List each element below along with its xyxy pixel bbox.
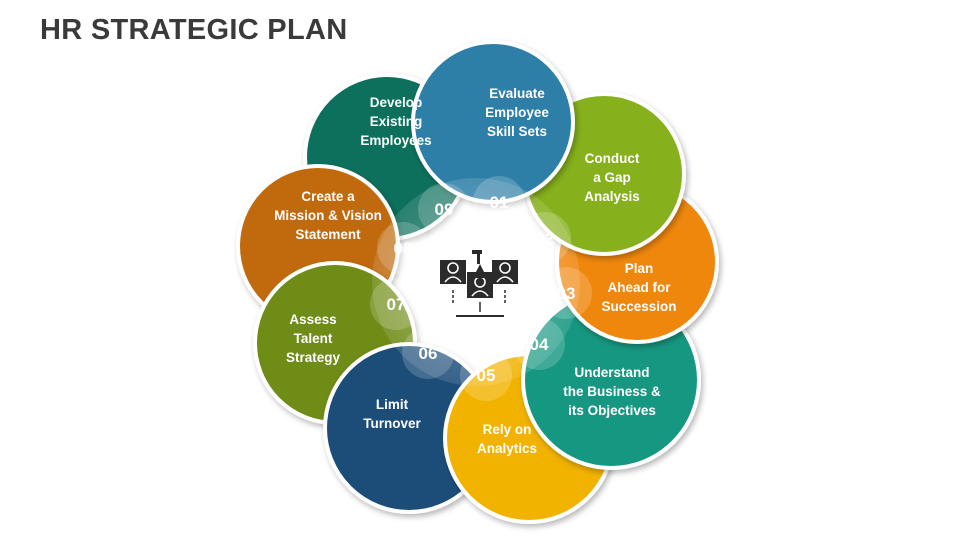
step-number-07: 07 — [387, 295, 406, 314]
page-title: HR STRATEGIC PLAN — [40, 14, 348, 46]
step-number-03: 03 — [557, 284, 576, 303]
number-bubble-06 — [402, 327, 454, 379]
number-bubble-09 — [418, 183, 470, 235]
number-bubble-08 — [377, 222, 429, 274]
step-number-06: 06 — [419, 344, 438, 363]
number-bubble-05 — [460, 349, 512, 401]
number-bubble-04 — [513, 318, 565, 370]
number-bubble-03 — [540, 267, 592, 319]
step-number-04: 04 — [530, 335, 549, 354]
number-bubble-01 — [473, 176, 525, 228]
step-number-08: 08 — [394, 239, 413, 258]
number-bubble-02 — [519, 212, 571, 264]
step-number-05: 05 — [477, 366, 496, 385]
number-bubble-07 — [370, 278, 422, 330]
number-group: 01 02 03 04 05 06 07 08 09 — [370, 176, 592, 401]
team-organization-icon — [440, 250, 518, 317]
step-number-09: 09 — [435, 200, 454, 219]
step-number-02: 02 — [536, 229, 555, 248]
step-number-01: 01 — [490, 193, 509, 212]
